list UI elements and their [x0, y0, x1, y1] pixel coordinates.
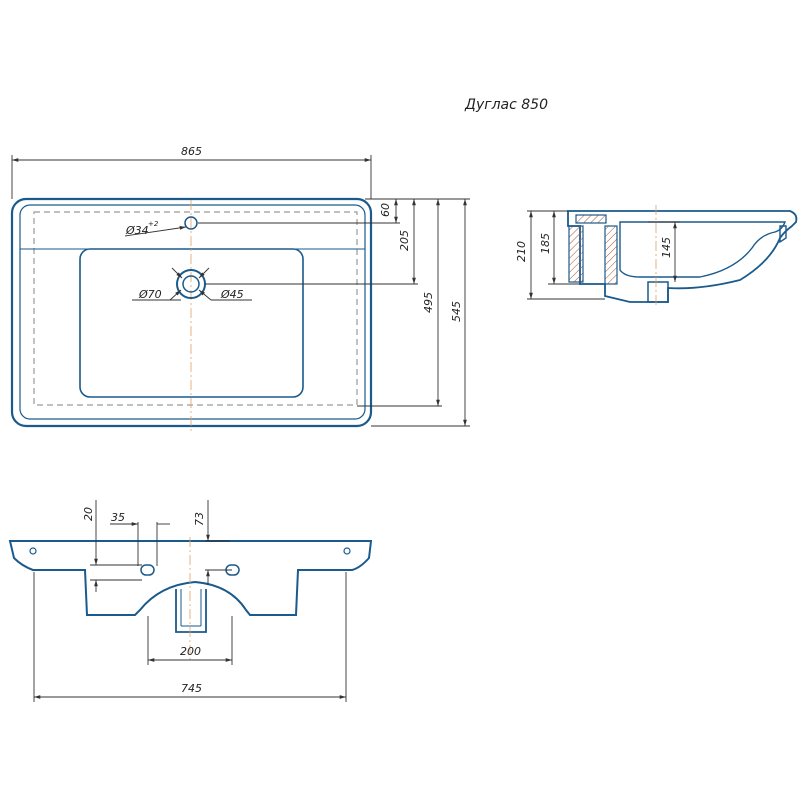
section-lip — [779, 225, 787, 244]
dim-mount-height-label: 20 — [82, 507, 95, 521]
tap-hole — [184, 216, 198, 230]
section-view: 210 185 145 — [515, 205, 798, 308]
leader-tap-diameter — [124, 226, 187, 237]
dim-mount-spacing-label: 35 — [111, 511, 125, 524]
dim-base-width-label: 745 — [181, 682, 202, 695]
section-drain — [647, 281, 669, 303]
dim-section-drain-label: 145 — [660, 237, 673, 258]
section-hatch-inner — [604, 225, 618, 285]
tap-diameter-label: Ø34 — [125, 224, 149, 237]
section-bowl-inner — [619, 221, 787, 278]
dim-total-depth-label: 545 — [450, 301, 463, 322]
mount-hole-right — [343, 547, 351, 555]
drain-inner-diameter-label: Ø45 — [220, 288, 244, 301]
section-hatch-rim — [575, 214, 607, 224]
mount-hole-left — [29, 547, 37, 555]
drain-diameter-label: Ø70 — [138, 288, 162, 301]
dim-tap-offset-label: 60 — [379, 203, 392, 217]
top-view: 865 60 205 495 545 Ø34 +2 Ø70 Ø45 — [10, 145, 470, 432]
dim-drain-offset-label: 205 — [398, 230, 411, 251]
basin-inner-rim — [19, 204, 366, 420]
drain-inner — [182, 275, 200, 293]
drawing-title: Дуглас 850 — [464, 97, 548, 113]
dim-section-bowl-label: 185 — [539, 233, 552, 254]
dim-mount-offset-label: 73 — [193, 512, 206, 526]
dim-bowl-depth-label: 495 — [422, 292, 435, 313]
dim-drain-width-label: 200 — [180, 645, 201, 658]
bowl-outline — [79, 248, 304, 398]
rear-view-outline — [8, 540, 373, 616]
mount-slot-left — [140, 564, 155, 576]
section-shell-outer — [567, 210, 798, 303]
dim-section-total-label: 210 — [515, 241, 528, 262]
tap-tolerance-label: +2 — [148, 220, 159, 228]
basin-hidden-edge — [33, 211, 358, 406]
basin-outer-outline — [10, 197, 373, 428]
dim-width-label: 865 — [181, 145, 202, 158]
section-hatch-wall — [568, 225, 584, 283]
rear-drain — [175, 589, 207, 633]
rear-view: 20 35 73 200 745 — [8, 500, 373, 702]
